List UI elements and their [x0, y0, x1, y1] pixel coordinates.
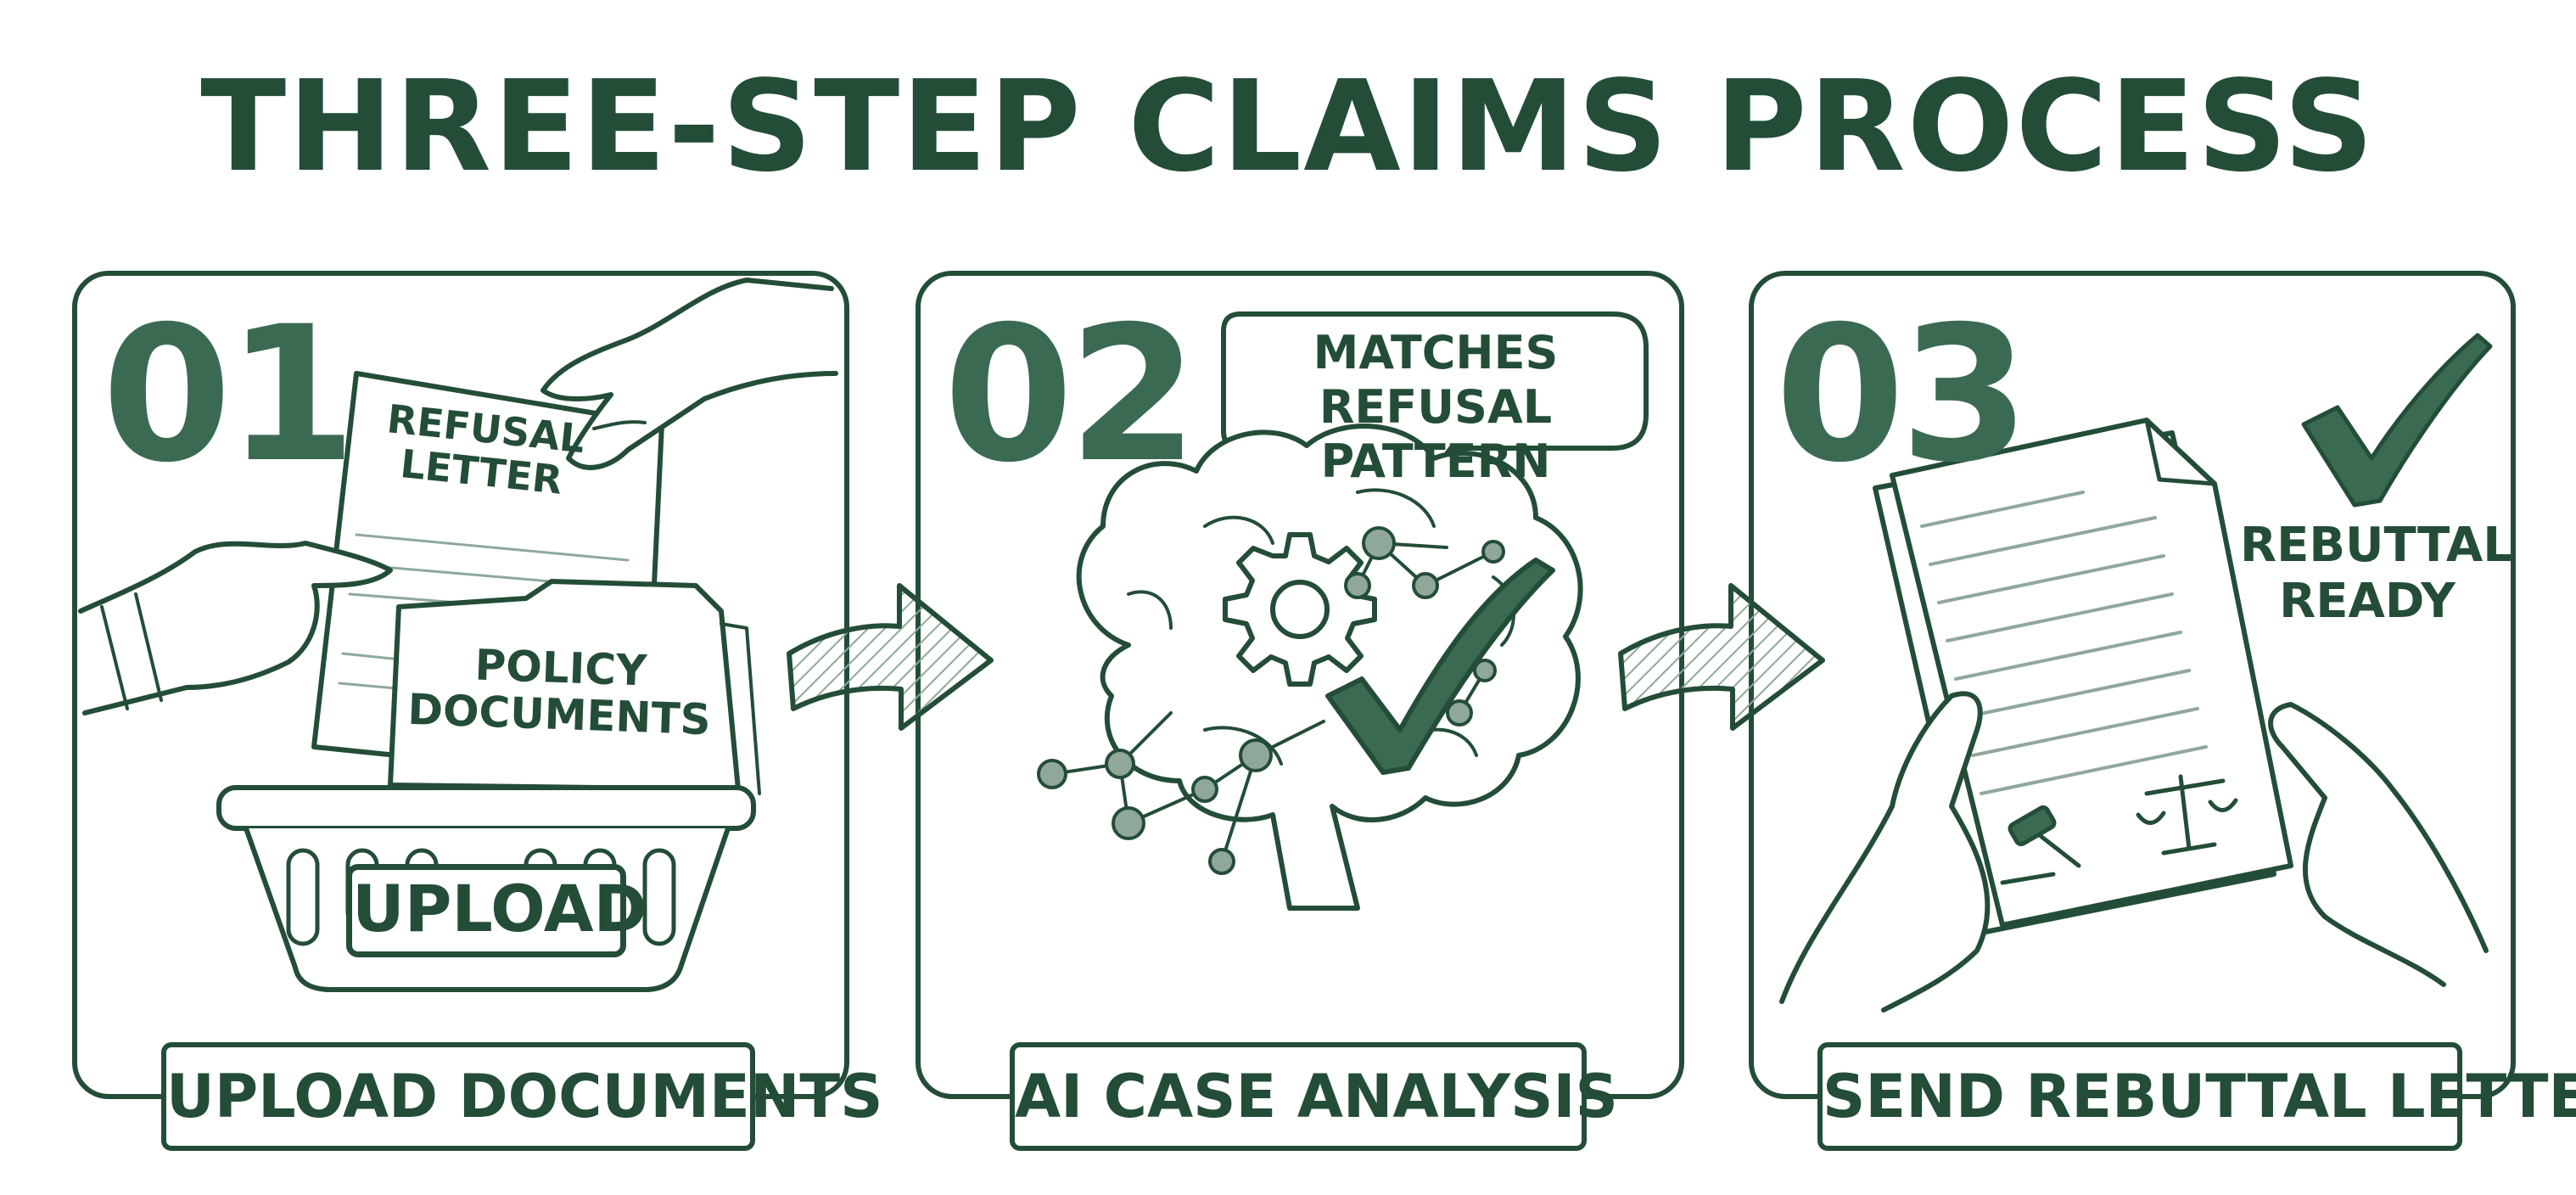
hand-left-cuff	[100, 592, 163, 710]
hand-holding-left-icon	[1779, 691, 1991, 1013]
network-node	[1037, 759, 1067, 789]
hand-holding-right-icon	[2268, 702, 2489, 987]
network-node	[1344, 572, 1371, 599]
network-node	[1481, 540, 1505, 564]
rebuttal-letter	[1890, 418, 2293, 928]
hand-top-knuckles	[592, 420, 647, 430]
policy-documents-label: POLICY DOCUMENTS	[406, 640, 712, 745]
policy-folder-back	[720, 622, 761, 795]
page-title: THREE-STEP CLAIMS PROCESS	[200, 53, 2376, 199]
check-icon	[1325, 558, 1555, 775]
network-node	[1362, 526, 1396, 560]
network-node	[1112, 806, 1145, 840]
rebuttal-ready-label: REBUTTAL READY	[2240, 518, 2513, 629]
gear-icon	[1223, 532, 1377, 687]
step-2-caption: AI CASE ANALYSIS	[1010, 1042, 1618, 1151]
gavel-icon	[2000, 805, 2081, 885]
hand-left-icon	[78, 541, 393, 715]
checkmark-icon	[2301, 333, 2493, 508]
network-node	[1239, 738, 1273, 772]
network-node	[1412, 572, 1439, 599]
step-3-number: 03	[1775, 286, 2030, 503]
rebuttal-letter-fold	[2144, 418, 2217, 486]
bubble-text: MATCHES REFUSAL PATTERN	[1313, 326, 1559, 488]
step-2-number: 02	[944, 286, 1198, 503]
arrow-2-icon	[1618, 583, 1825, 731]
step-1-number: 01	[102, 286, 356, 503]
network-node	[1208, 848, 1235, 875]
step-1-caption: UPLOAD DOCUMENTS	[161, 1042, 883, 1151]
step-3-caption: SEND REBUTTAL LETTER	[1817, 1042, 2576, 1151]
network-node	[1105, 749, 1135, 779]
upload-tag: UPLOAD	[346, 864, 647, 957]
network-node	[1446, 699, 1473, 727]
network-node	[1191, 776, 1218, 803]
hand-top-icon	[540, 278, 838, 470]
arrow-1-icon	[787, 583, 994, 731]
scales-icon	[2136, 774, 2238, 856]
network-node	[1473, 659, 1497, 682]
rebuttal-letter-lines	[1920, 491, 2208, 795]
